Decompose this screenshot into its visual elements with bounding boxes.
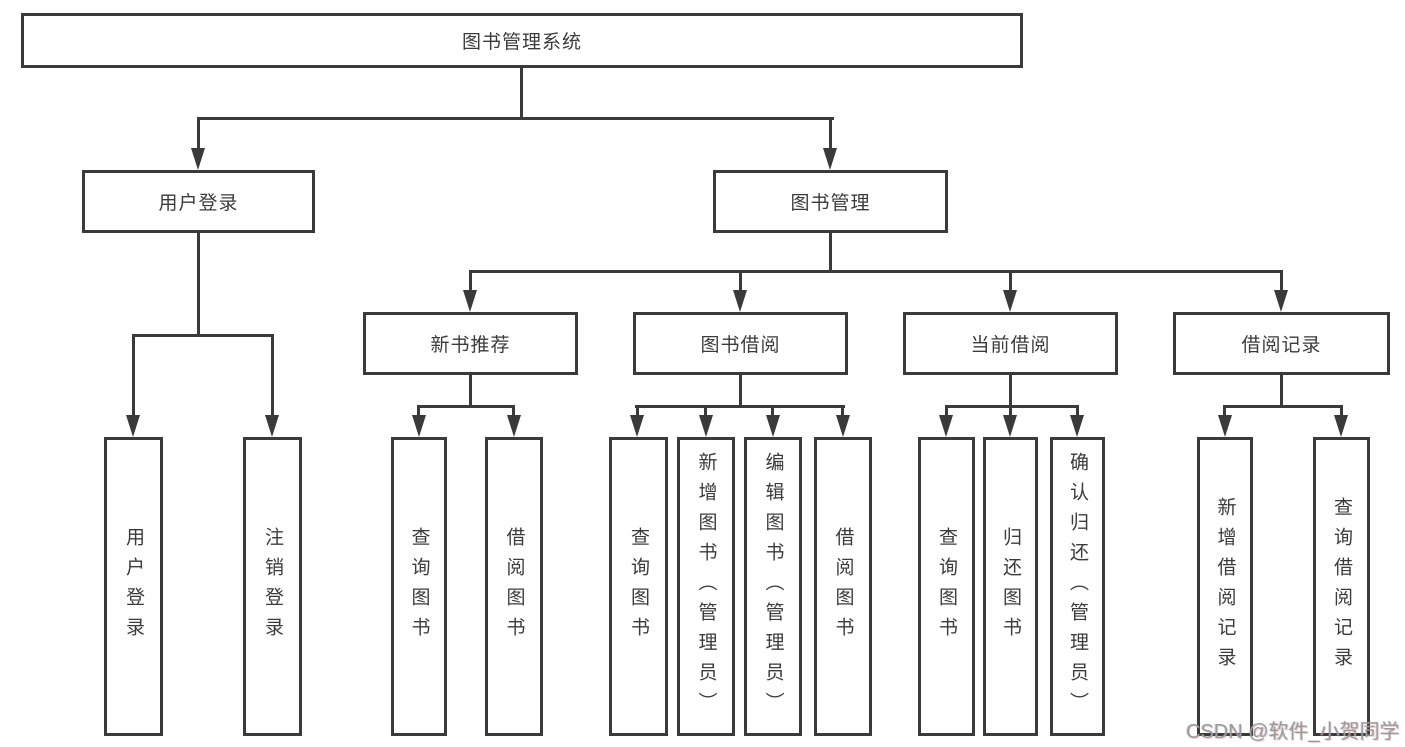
node-label: 确认归还（管理员） [1067,451,1088,722]
arrow-down-icon [126,415,140,437]
arrow-down-icon [766,415,780,437]
leaf-query-books-borrow: 查询图书 [609,437,668,736]
node-label: 查询图书 [628,526,649,647]
connector-line [1009,405,1012,417]
node-library-management-system: 图书管理系统 [21,13,1023,68]
connector-line [271,334,274,417]
connector-line [132,334,135,417]
node-label: 当前借阅 [970,335,1051,356]
node-label: 借阅图书 [503,526,525,647]
connector-line [512,405,515,417]
node-borrow-records: 借阅记录 [1173,312,1390,375]
leaf-return-books: 归还图书 [983,437,1038,736]
node-current-borrow: 当前借阅 [903,312,1118,375]
connector-line [1340,405,1343,417]
arrow-down-icon [1003,415,1017,437]
connector-line [771,405,774,417]
node-book-management: 图书管理 [713,170,948,233]
node-label: 新增图书（管理员） [695,451,717,722]
node-label: 查询借阅记录 [1331,496,1352,677]
connector-line [1280,375,1283,407]
node-label: 归还图书 [1000,526,1021,647]
node-label: 查询图书 [936,526,957,647]
arrow-down-icon [412,415,426,437]
node-label: 图书借阅 [700,335,781,356]
arrow-down-icon [1003,290,1017,312]
connector-line [469,375,472,407]
node-label: 新增借阅记录 [1214,496,1236,677]
arrow-down-icon [733,290,747,312]
connector-line [132,334,274,337]
leaf-edit-books-admin: 编辑图书（管理员） [744,437,802,736]
connector-line [1223,405,1226,417]
connector-line [945,405,948,417]
arrow-down-icon [265,415,279,437]
connector-line [945,405,1079,408]
connector-line [1009,270,1012,292]
node-label: 图书管理 [790,193,871,214]
arrow-down-icon [630,415,644,437]
connector-line [704,405,707,417]
node-label: 借阅图书 [832,526,854,647]
node-label: 借阅记录 [1241,335,1322,356]
connector-line [1280,270,1283,292]
connector-line [197,117,200,150]
leaf-add-books-admin: 新增图书（管理员） [677,437,735,736]
arrow-down-icon [699,415,713,437]
leaf-confirm-return-admin: 确认归还（管理员） [1050,437,1105,736]
connector-line [1009,375,1012,407]
arrow-down-icon [836,415,850,437]
arrow-down-icon [1334,415,1348,437]
node-label: 查询图书 [408,526,430,647]
connector-line [1076,405,1079,417]
connector-line [829,233,832,272]
arrow-down-icon [1070,415,1084,437]
node-book-borrow: 图书借阅 [633,312,848,375]
arrow-down-icon [507,415,521,437]
node-user-login: 用户登录 [82,170,315,233]
connector-line [635,405,845,408]
connector-line [636,405,639,417]
arrow-down-icon [823,148,837,170]
connector-line [417,405,420,417]
csdn-watermark: CSDN @软件_小贺同学 [1186,721,1400,743]
connector-line [739,375,742,407]
leaf-borrow-books: 借阅图书 [814,437,872,736]
connector-line [197,117,834,120]
node-label: 用户登录 [158,193,239,214]
connector-line [829,117,832,150]
node-label: 图书管理系统 [461,32,582,53]
node-label: 用户登录 [123,526,144,647]
connector-line [417,405,515,408]
leaf-query-borrow-record: 查询借阅记录 [1313,437,1370,736]
connector-line [469,270,472,292]
arrow-down-icon [939,415,953,437]
connector-line [739,270,742,292]
arrow-down-icon [1274,290,1288,312]
node-label: 注销登录 [262,526,283,647]
leaf-query-books-current: 查询图书 [918,437,975,736]
node-label: 编辑图书（管理员） [762,451,784,722]
connector-line [197,233,200,336]
arrow-down-icon [463,290,477,312]
leaf-logout: 注销登录 [243,437,302,736]
leaf-user-login: 用户登录 [104,437,163,736]
connector-line [1223,405,1343,408]
connector-line [469,270,1282,273]
arrow-down-icon [191,148,205,170]
connector-line [520,68,523,118]
leaf-query-books-recommend: 查询图书 [391,437,447,736]
arrow-down-icon [1218,415,1232,437]
leaf-add-borrow-record: 新增借阅记录 [1197,437,1253,736]
leaf-borrow-books-recommend: 借阅图书 [485,437,543,736]
node-new-book-recommend: 新书推荐 [363,312,578,375]
connector-line [841,405,844,417]
node-label: 新书推荐 [430,335,511,356]
